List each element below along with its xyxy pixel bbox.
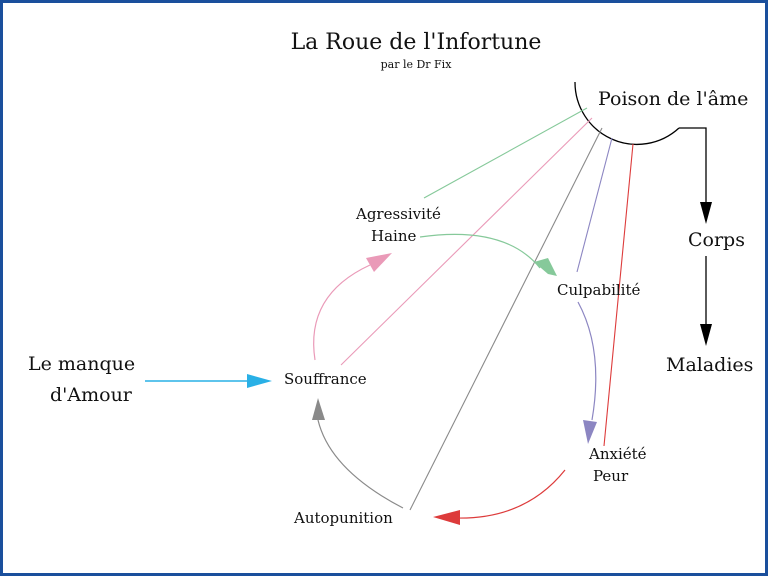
node-manque-line2: d'Amour — [50, 384, 132, 406]
arrowhead-anxiete — [583, 420, 597, 444]
arc-autopunition-souffrance — [317, 419, 404, 509]
connector-poison-corps — [679, 127, 707, 208]
arc-haine-culpabilite — [419, 233, 541, 269]
node-poison-ame: Poison de l'âme — [598, 88, 749, 110]
arrowhead-agressivite — [366, 253, 392, 272]
arrowhead-maladies — [700, 324, 712, 346]
node-maladies: Maladies — [666, 354, 754, 376]
link-poison-autopunition — [409, 127, 603, 511]
node-haine: Haine — [371, 227, 417, 245]
node-peur: Peur — [593, 467, 629, 485]
arc-culpabilite-anxiete — [577, 301, 597, 421]
arrowhead-souffrance-up — [312, 398, 325, 420]
node-souffrance: Souffrance — [284, 370, 367, 388]
link-poison-souffrance — [340, 117, 593, 366]
node-manque-line1: Le manque — [28, 353, 136, 375]
arrowhead-corps — [700, 202, 712, 224]
node-agressivite: Agressivité — [356, 205, 441, 223]
node-autopunition: Autopunition — [294, 509, 393, 527]
node-culpabilite: Culpabilité — [557, 281, 641, 299]
arrowhead-souffrance-in — [247, 374, 272, 388]
arrowhead-autopunition — [433, 510, 460, 525]
arc-souffrance-agressivite — [313, 264, 371, 361]
diagram-title: La Roue de l'Infortune — [290, 30, 542, 55]
node-corps: Corps — [688, 229, 745, 251]
link-poison-anxiete — [603, 143, 634, 447]
diagram-subtitle: par le Dr Fix — [380, 58, 452, 71]
link-poison-agressivite — [423, 107, 588, 199]
arrowhead-culpabilite — [534, 258, 557, 276]
arc-anxiete-autopunition — [454, 469, 566, 519]
node-anxiete: Anxiété — [589, 445, 647, 463]
link-poison-culpabilite — [576, 137, 613, 273]
